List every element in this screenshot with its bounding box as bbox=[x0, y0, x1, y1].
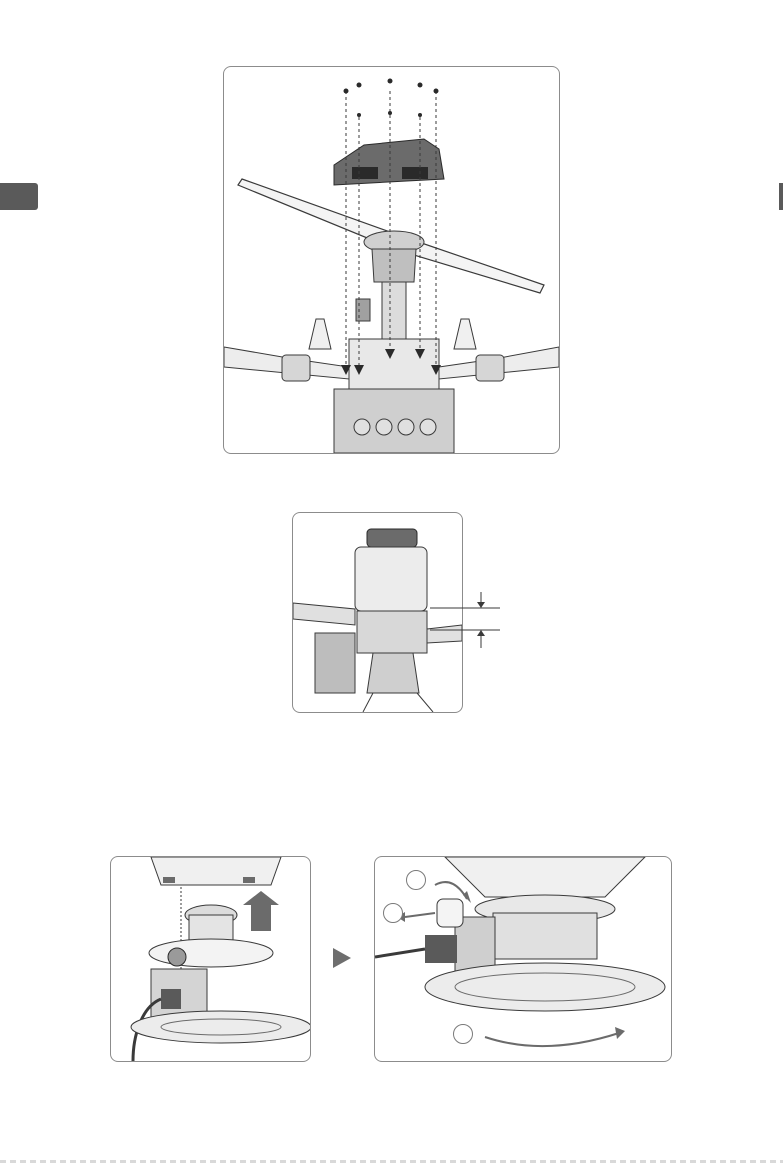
connector-part bbox=[356, 299, 370, 321]
cable bbox=[375, 949, 425, 957]
drone-arm-illustration bbox=[224, 67, 559, 453]
hopper-bottom bbox=[445, 857, 645, 897]
section-tab-edge bbox=[779, 183, 783, 210]
next-step-arrow-icon bbox=[333, 948, 351, 968]
section-tab bbox=[0, 183, 38, 210]
side-pump bbox=[315, 633, 355, 693]
lift-arrow bbox=[243, 891, 279, 931]
antenna-right bbox=[454, 319, 476, 349]
figure-spreader-detach bbox=[110, 856, 311, 1062]
gap-dimension-arrows bbox=[430, 590, 500, 652]
arm-column bbox=[382, 282, 406, 342]
spreader-detach-illustration bbox=[111, 857, 310, 1061]
leg-right bbox=[417, 693, 433, 712]
motor-body bbox=[372, 249, 416, 282]
pull-arrow-2 bbox=[405, 913, 435, 917]
pod-left bbox=[282, 355, 310, 381]
antenna-left bbox=[309, 319, 331, 349]
spinner-housing bbox=[493, 913, 597, 959]
step-badge-2 bbox=[383, 903, 403, 923]
spinner-disc bbox=[131, 1011, 310, 1043]
frame-arm-left bbox=[293, 603, 355, 625]
tank-cap bbox=[367, 529, 417, 547]
screws bbox=[344, 79, 439, 118]
tank-base bbox=[367, 653, 419, 693]
tank-body bbox=[355, 547, 427, 611]
lock-knob bbox=[437, 899, 463, 927]
step-badge-1 bbox=[406, 870, 426, 890]
tank-mount bbox=[357, 611, 427, 653]
cable-plug bbox=[161, 989, 181, 1009]
latch-right bbox=[243, 877, 255, 883]
latch-left bbox=[163, 877, 175, 883]
cable-plug bbox=[425, 935, 457, 963]
frame-center bbox=[349, 339, 439, 389]
spinner-disc bbox=[425, 963, 665, 1011]
rotate-arrow-3 bbox=[485, 1033, 619, 1046]
leg-left bbox=[363, 693, 373, 712]
rotate-arrow-1 bbox=[435, 882, 467, 899]
lock-knob bbox=[168, 948, 186, 966]
pod-right bbox=[476, 355, 504, 381]
figure-propeller-installation bbox=[223, 66, 560, 454]
step-badge-3 bbox=[453, 1024, 473, 1044]
spreader-ring bbox=[149, 939, 273, 967]
frame-lower bbox=[334, 389, 454, 453]
